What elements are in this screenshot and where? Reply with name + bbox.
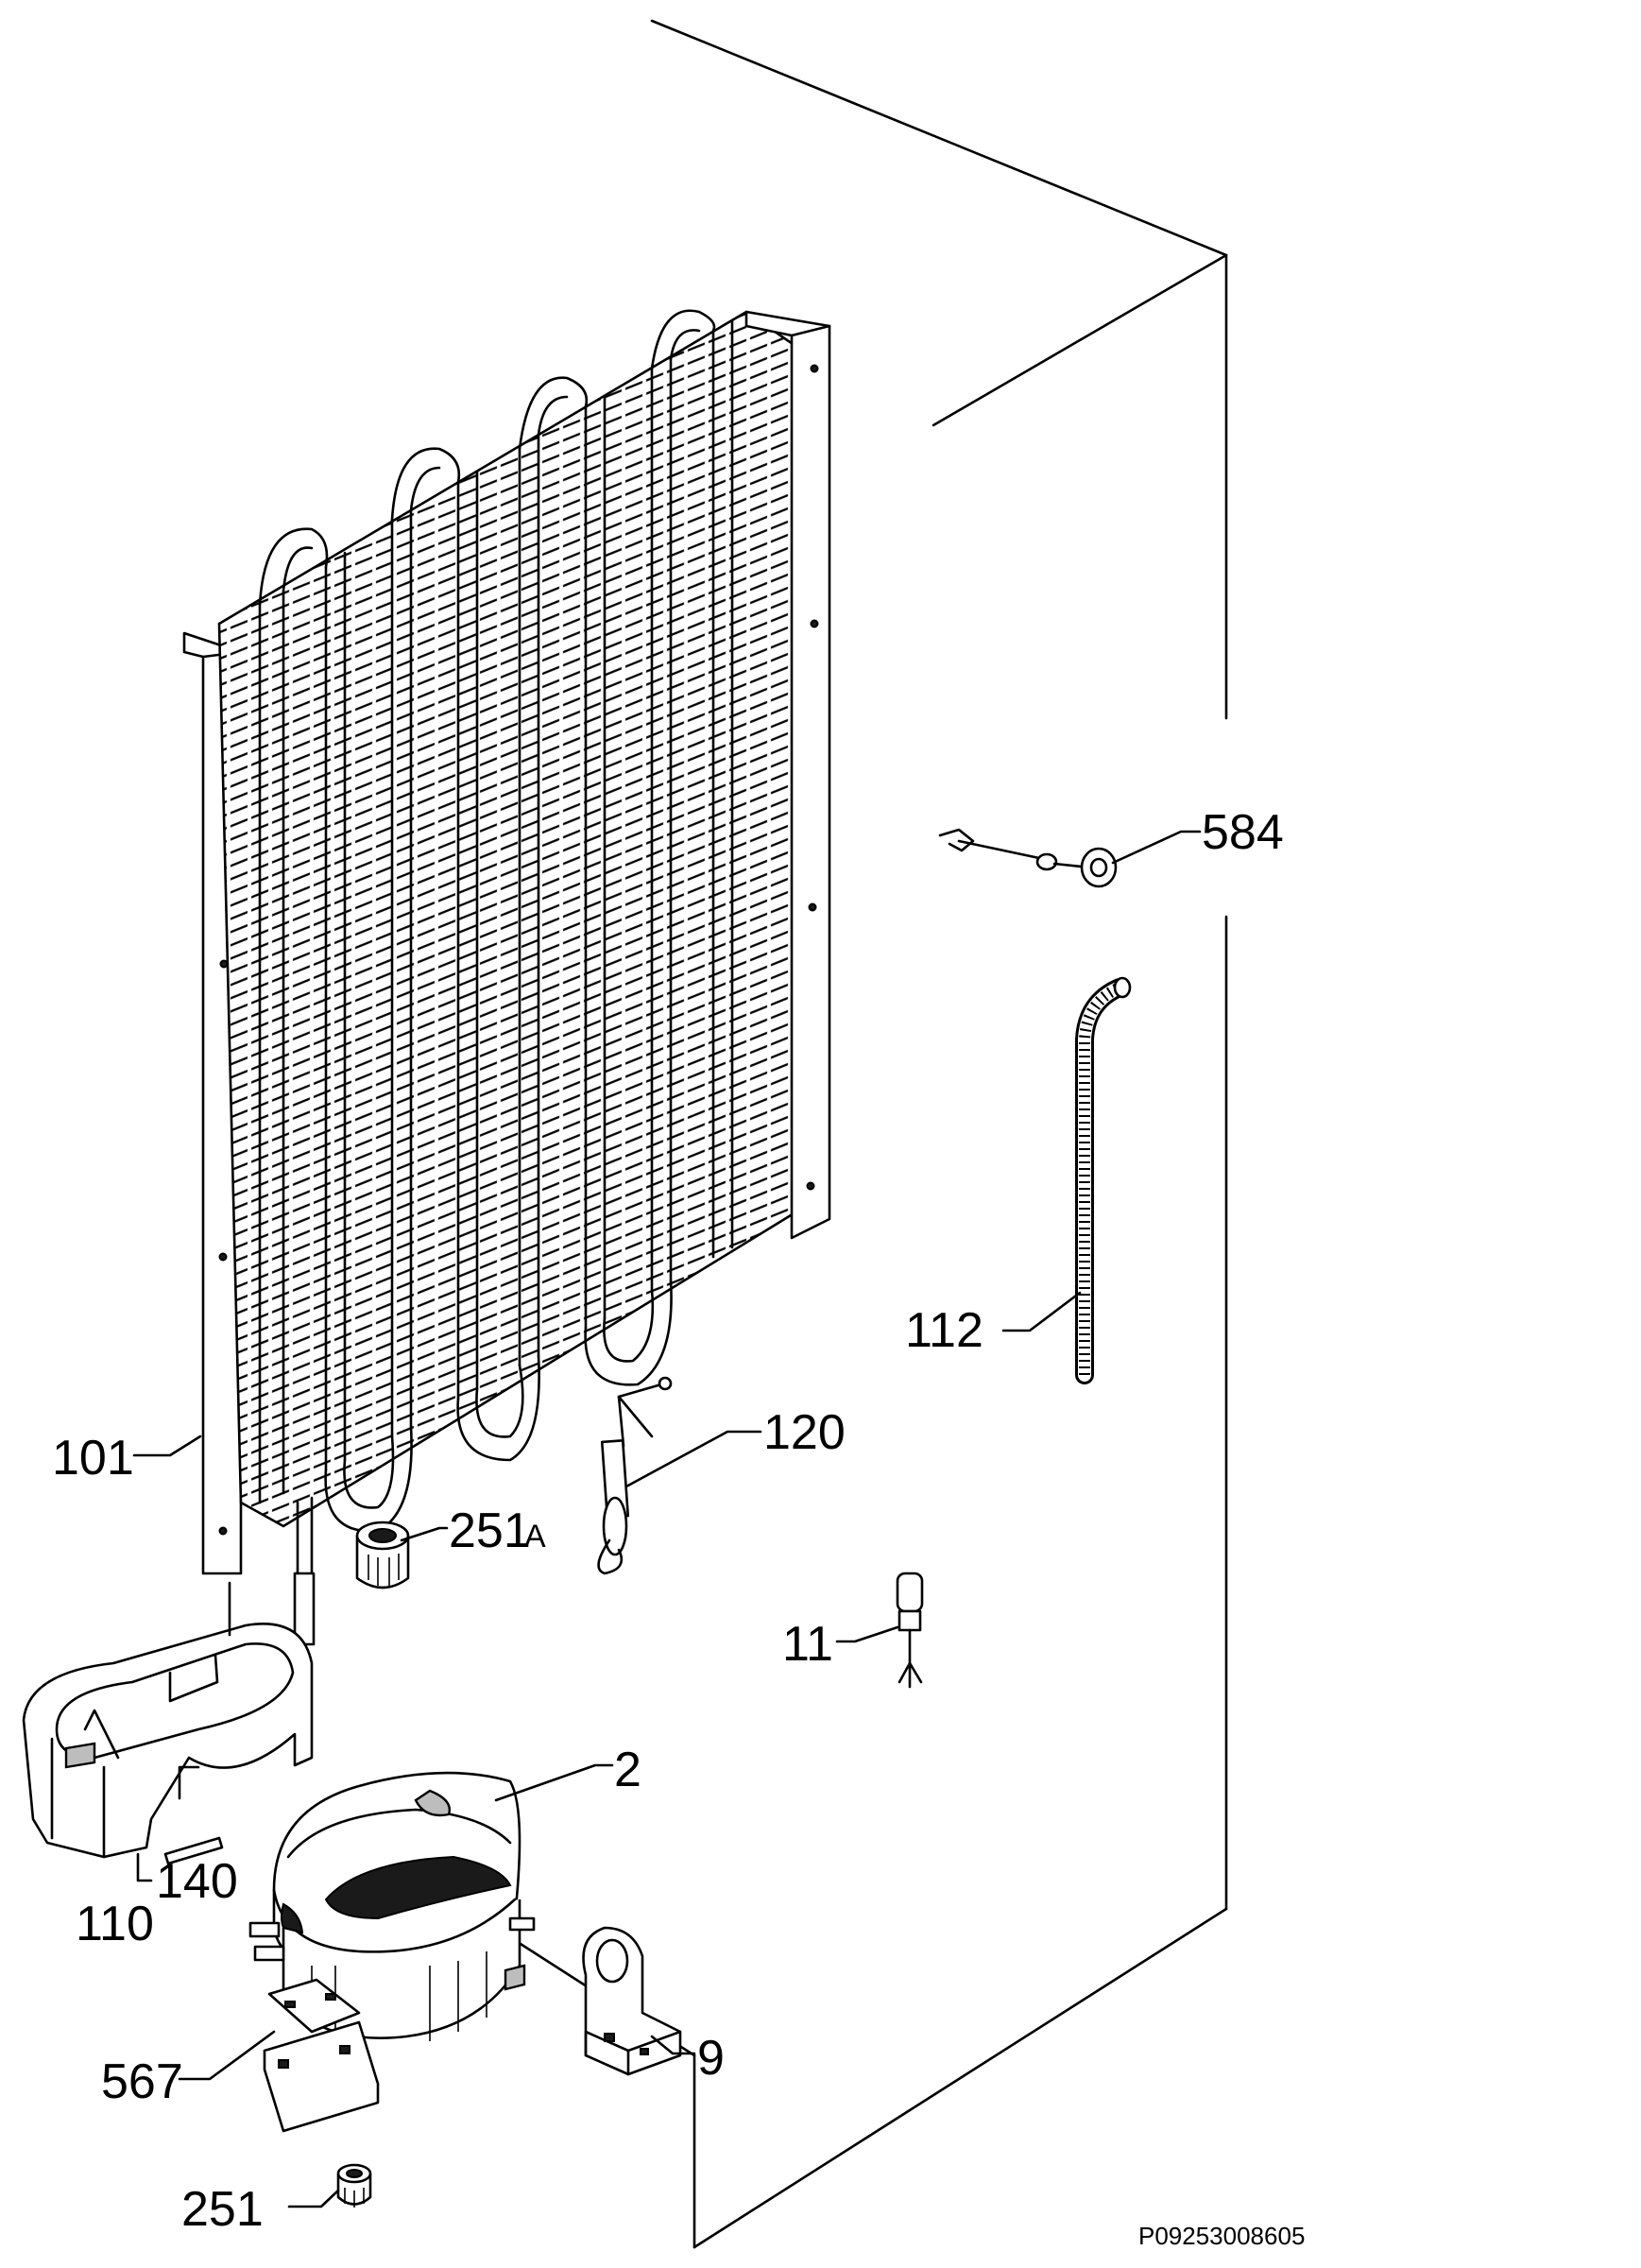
part-584-connector <box>938 828 1118 888</box>
label-567: 567 <box>101 2054 183 2109</box>
drawing-code: P09253008605 <box>1138 2222 1305 2250</box>
label-120: 120 <box>763 1405 846 1460</box>
condenser-101 <box>182 309 831 1646</box>
grommet-251A <box>355 1521 410 1589</box>
label-140: 140 <box>156 1854 238 1909</box>
label-101: 101 <box>52 1431 134 1486</box>
part-11-sensor <box>896 1572 924 1689</box>
part-110-pin <box>163 1836 224 1865</box>
leader-lines <box>132 830 1202 2208</box>
part-112-hose <box>1075 976 1132 1384</box>
label-2: 2 <box>614 1743 641 1797</box>
label-110: 110 <box>76 1897 154 1951</box>
label-11: 11 <box>782 1617 833 1672</box>
part-120-protector <box>597 1376 673 1575</box>
label-251: 251 <box>181 2182 264 2237</box>
label-112: 112 <box>905 1303 983 1358</box>
label-251A-suffix: A <box>524 1519 546 1555</box>
part-251-grommet <box>336 2163 372 2208</box>
part-140-drip-tray <box>22 1623 314 1859</box>
label-251A-number: 251 <box>449 1503 531 1558</box>
part-labels: 101 120 251 A 11 2 140 110 567 9 251 584… <box>52 805 1305 2250</box>
label-9: 9 <box>697 2031 725 2086</box>
part-2-compressor <box>248 1771 536 2133</box>
label-584: 584 <box>1202 805 1284 860</box>
part-9-relay <box>582 1926 682 2076</box>
